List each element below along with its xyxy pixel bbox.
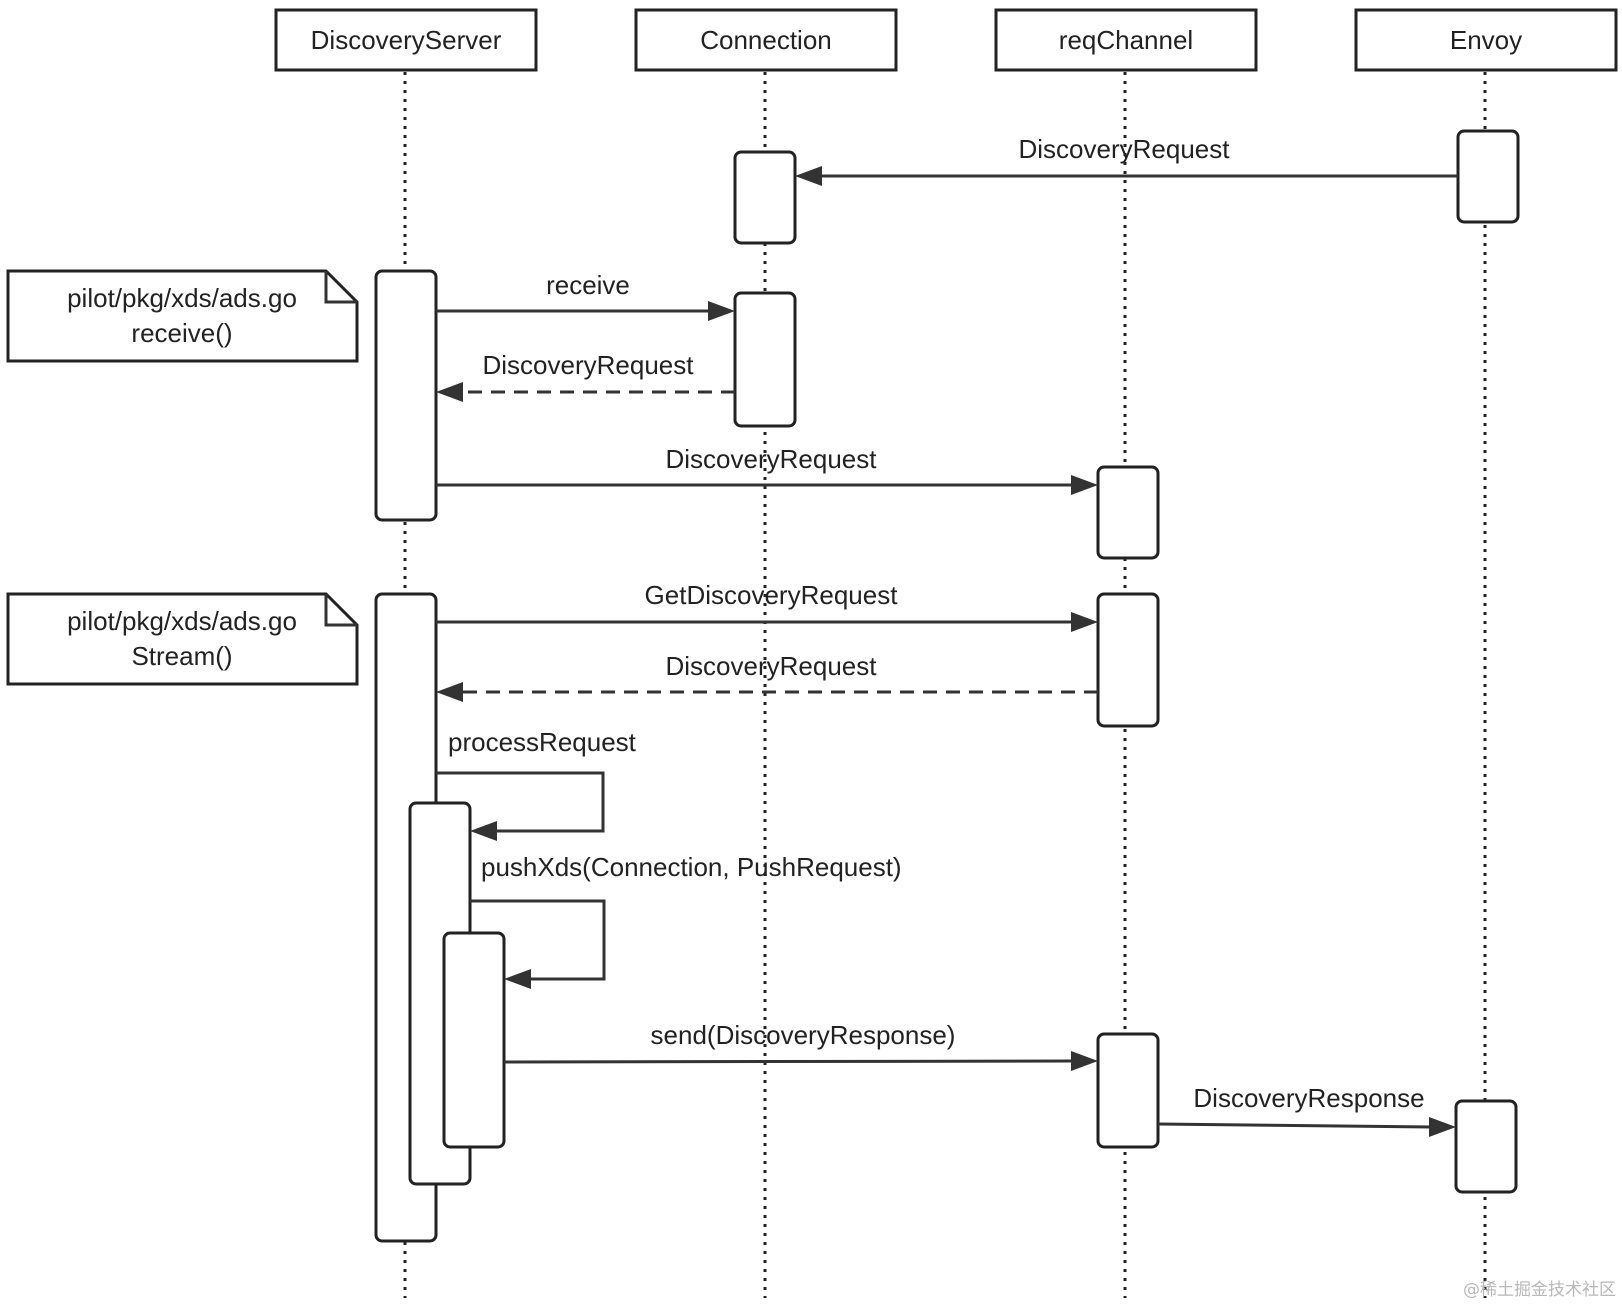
message-label: DiscoveryRequest xyxy=(1019,134,1231,164)
note-function: receive() xyxy=(131,318,232,348)
message-label: GetDiscoveryRequest xyxy=(645,580,899,610)
participant-label: DiscoveryServer xyxy=(311,25,502,55)
participant-label: Envoy xyxy=(1450,25,1522,55)
message-send-discoveryresponse: send(DiscoveryResponse) xyxy=(503,1020,1098,1071)
participant-envoy: Envoy xyxy=(1354,8,1618,72)
arrowhead xyxy=(795,166,822,186)
message-discoveryrequest-return-2: DiscoveryRequest xyxy=(436,651,1098,702)
message-label: DiscoveryRequest xyxy=(666,651,878,681)
message-label: DiscoveryResponse xyxy=(1193,1083,1424,1113)
activation-connection-2 xyxy=(733,291,797,428)
participant-label: reqChannel xyxy=(1059,25,1193,55)
arrowhead xyxy=(1429,1117,1456,1137)
arrowhead xyxy=(504,969,531,989)
note-stream: pilot/pkg/xds/ads.go Stream() xyxy=(6,592,359,686)
message-label: send(DiscoveryResponse) xyxy=(651,1020,956,1050)
activation-reqchannel-2 xyxy=(1096,592,1160,728)
arrowhead xyxy=(436,682,463,702)
arrowhead xyxy=(470,821,497,841)
activation-envoy-2 xyxy=(1454,1099,1518,1194)
message-discoveryrequest-to-reqchannel: DiscoveryRequest xyxy=(436,444,1098,495)
participant-connection: Connection xyxy=(634,8,898,72)
message-pushxds: pushXds(Connection, PushRequest) xyxy=(470,852,902,989)
message-discoveryrequest-return-1: DiscoveryRequest xyxy=(436,350,735,402)
message-label: processRequest xyxy=(448,727,637,757)
message-discoveryresponse-to-envoy: DiscoveryResponse xyxy=(1157,1083,1456,1137)
message-processrequest: processRequest xyxy=(436,727,637,841)
arrowhead xyxy=(436,382,463,402)
message-receive: receive xyxy=(436,270,735,321)
arrowhead xyxy=(1071,1051,1098,1071)
note-function: Stream() xyxy=(131,641,232,671)
activation-reqchannel-3 xyxy=(1096,1032,1160,1149)
activation-pushxds xyxy=(442,931,506,1149)
watermark: @稀土掘金技术社区 xyxy=(1463,1280,1616,1300)
message-label: DiscoveryRequest xyxy=(483,350,695,380)
participant-label: Connection xyxy=(700,25,832,55)
activation-reqchannel-1 xyxy=(1096,465,1160,560)
activation-envoy-1 xyxy=(1456,129,1520,224)
note-receive: pilot/pkg/xds/ads.go receive() xyxy=(6,269,359,363)
activation-connection-1 xyxy=(733,150,797,245)
message-label: receive xyxy=(546,270,630,300)
activation-discoveryserver-1 xyxy=(374,269,438,522)
note-file: pilot/pkg/xds/ads.go xyxy=(67,283,297,313)
message-discoveryrequest-envoy-to-connection: DiscoveryRequest xyxy=(795,134,1458,186)
participant-reqchannel: reqChannel xyxy=(994,8,1258,72)
message-label: DiscoveryRequest xyxy=(666,444,878,474)
arrowhead xyxy=(1071,612,1098,632)
arrowhead xyxy=(708,301,735,321)
note-file: pilot/pkg/xds/ads.go xyxy=(67,606,297,636)
message-getdiscoveryrequest: GetDiscoveryRequest xyxy=(436,580,1098,632)
participant-discoveryserver: DiscoveryServer xyxy=(274,8,538,72)
message-label: pushXds(Connection, PushRequest) xyxy=(481,852,902,882)
arrowhead xyxy=(1071,475,1098,495)
